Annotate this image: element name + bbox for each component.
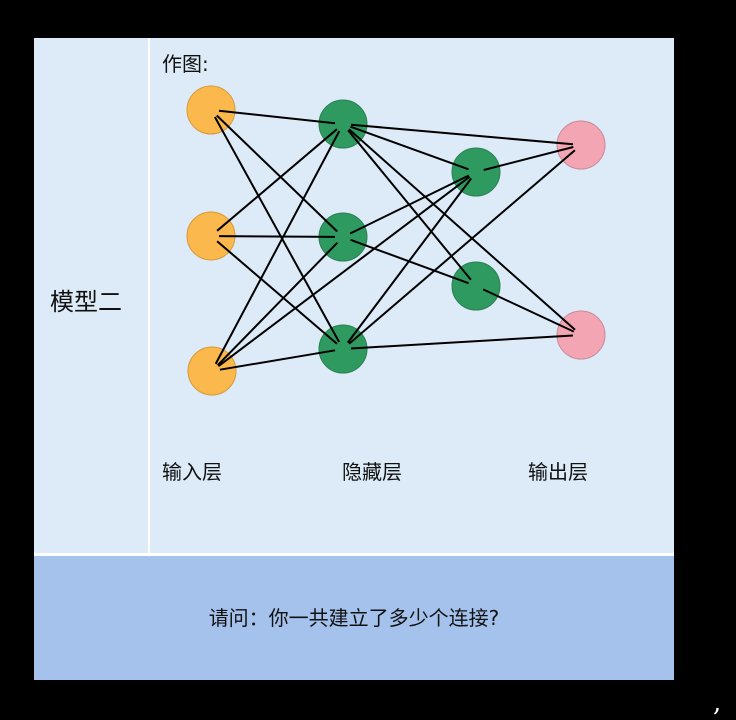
connection-h0-o1 (348, 128, 576, 331)
connection-h1-h3 (349, 174, 470, 235)
model-label-column: 模型二 (34, 38, 150, 553)
connection-i2-h3 (217, 176, 471, 367)
hidden-node-h3 (451, 147, 501, 197)
hidden-node-h0 (318, 99, 368, 149)
hidden-layer-label: 隐藏层 (342, 460, 402, 484)
connection-h2-h3 (347, 177, 472, 344)
draw-label: 作图: (162, 52, 209, 76)
hidden-node-h4 (451, 261, 501, 311)
output-node-o0 (556, 120, 606, 170)
hidden-node-h2 (318, 324, 368, 374)
question-text: 请问：你一共建立了多少个连接? (208, 606, 500, 630)
connection-h3-o0 (483, 146, 574, 171)
connection-i0-h0 (218, 109, 336, 125)
model-label: 模型二 (50, 288, 122, 316)
connection-i2-h1 (216, 242, 339, 366)
connection-h4-o1 (482, 288, 575, 333)
output-node-o1 (556, 310, 606, 360)
connection-i1-h1 (218, 235, 336, 238)
connection-i0-h2 (214, 116, 340, 343)
connection-h2-o0 (348, 149, 576, 345)
trailing-comma: , (713, 688, 722, 718)
connection-h0-o0 (350, 123, 574, 146)
input-layer-label: 输入层 (162, 460, 222, 484)
connection-i1-h2 (216, 240, 338, 345)
output-layer-label: 输出层 (528, 460, 588, 484)
connection-i2-h0 (214, 130, 341, 365)
diagram-area: 模型二 作图: 输入层 隐藏层 输出层 (34, 38, 674, 553)
neural-network-diagram (186, 85, 606, 396)
connection-h0-h3 (350, 125, 469, 171)
figure-panel: 模型二 作图: 输入层 隐藏层 输出层 请问：你一共建立了多少个连接? (34, 38, 674, 680)
question-banner: 请问：你一共建立了多少个连接? (34, 556, 674, 680)
connection-h2-o1 (350, 334, 574, 350)
connection-i1-h0 (216, 128, 338, 232)
connection-i2-h2 (219, 349, 336, 371)
connection-i0-h1 (216, 114, 338, 233)
